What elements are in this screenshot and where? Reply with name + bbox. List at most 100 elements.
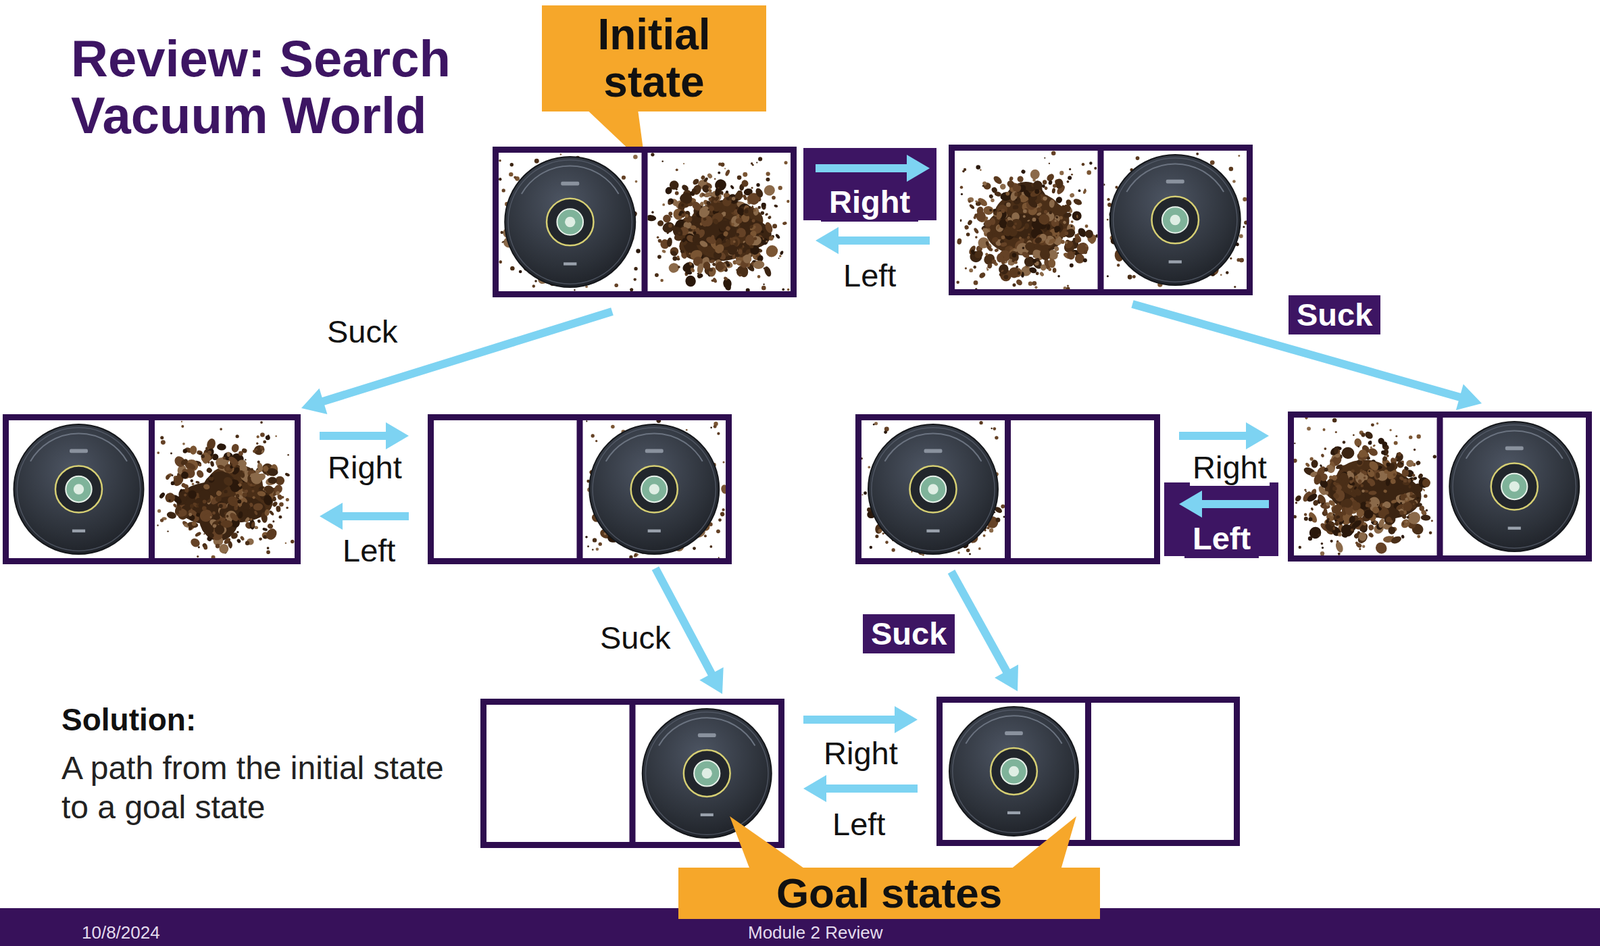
- dirt-grain: [1042, 195, 1048, 201]
- dirt-speck: [244, 489, 248, 494]
- dirt-speck: [534, 158, 540, 164]
- dirt-speck: [532, 284, 536, 288]
- dirt-grain: [764, 212, 769, 217]
- dirt-grain: [668, 262, 680, 273]
- dirt-grain: [986, 231, 994, 238]
- dirt-grain: [1037, 212, 1052, 227]
- dirt-speck: [255, 469, 260, 474]
- dirt-speck: [677, 265, 681, 269]
- dirt-grain: [667, 200, 673, 206]
- dirt-grain: [184, 487, 189, 493]
- dirt-grain: [252, 443, 267, 457]
- dirt-blob: [993, 191, 1064, 244]
- floor-cell: [498, 152, 642, 292]
- arrow-head: [1456, 383, 1482, 410]
- dirt-speck: [738, 273, 742, 278]
- dirt-speck: [689, 252, 692, 255]
- dirt-grain: [691, 177, 700, 186]
- dirt-speck: [614, 283, 619, 288]
- dirt-speck: [991, 259, 997, 265]
- dirt-grain: [158, 491, 167, 500]
- arrow-line: [319, 431, 388, 440]
- robot-logo: [563, 262, 577, 265]
- dirt-grain: [752, 218, 756, 223]
- dirt-speck: [714, 178, 716, 180]
- transition-arrow: [301, 311, 613, 415]
- dirt-speck: [986, 268, 989, 271]
- dirt-speck: [1095, 234, 1098, 238]
- dirt-speck: [725, 260, 729, 265]
- dirt-speck: [1070, 220, 1074, 223]
- dirt-speck: [1239, 258, 1244, 263]
- dirt-grain: [975, 200, 979, 203]
- dirt-grain: [991, 174, 1004, 186]
- dirt-grain: [752, 260, 765, 270]
- dirt-grain: [731, 222, 736, 227]
- dirt-speck: [960, 185, 963, 189]
- dirt-speck: [223, 489, 228, 494]
- dirt-grain: [180, 470, 189, 480]
- dirt-speck: [1243, 220, 1247, 225]
- dirt-speck: [975, 287, 978, 290]
- dirt-grain: [708, 259, 715, 264]
- dirt-speck: [573, 289, 575, 291]
- dirt-speck: [986, 267, 988, 269]
- dirt-grain: [725, 284, 732, 292]
- dirt-grain: [752, 208, 757, 213]
- dirt-grain: [680, 251, 688, 260]
- dirt-speck: [735, 256, 739, 260]
- dirt-speck: [252, 495, 256, 499]
- dirt-speck: [266, 546, 270, 550]
- dirt-speck: [218, 504, 223, 509]
- dirt-grain: [264, 475, 279, 487]
- dirt-grain: [717, 218, 731, 233]
- floor-cell: [954, 150, 1098, 290]
- dirt-speck: [285, 497, 290, 502]
- transition-arrow: [803, 775, 918, 803]
- dirt-grain: [250, 521, 256, 529]
- dirt-speck: [534, 279, 538, 283]
- dirt-speck: [735, 206, 739, 210]
- dirt-grain: [773, 204, 779, 208]
- dirt-speck: [1034, 189, 1040, 194]
- dirt-speck: [752, 164, 755, 167]
- dirt-speck: [717, 171, 721, 175]
- dirt-speck: [1057, 252, 1059, 254]
- dirt-speck: [629, 287, 634, 292]
- dirt-speck: [968, 200, 971, 203]
- dirt-speck: [199, 452, 203, 455]
- transition-arrow: [1179, 422, 1269, 450]
- transition-arrow: [319, 422, 409, 450]
- dirt-speck: [784, 160, 788, 165]
- dirt-blob: [672, 214, 739, 246]
- dirt-grain: [656, 219, 665, 228]
- dirt-grain: [205, 466, 213, 475]
- dirt-speck: [737, 175, 742, 181]
- dirt-speck: [278, 515, 282, 519]
- dirt-grain: [1063, 239, 1075, 250]
- dirt-grain: [762, 265, 773, 278]
- robot-logo: [72, 529, 86, 533]
- cell-content: [156, 420, 294, 559]
- dirt-speck: [190, 479, 194, 482]
- dirt-grain: [666, 197, 675, 206]
- dirt-speck: [196, 555, 199, 558]
- dirt-speck: [1034, 285, 1038, 289]
- dirt-grain: [1072, 197, 1083, 207]
- dirt-speck: [207, 460, 210, 463]
- dirt-grain: [722, 230, 730, 237]
- dirt-grain: [993, 191, 1003, 198]
- dirt-grain: [249, 519, 256, 530]
- dirt-grain: [983, 218, 993, 228]
- dirt-speck: [1047, 267, 1052, 271]
- arrow-head: [699, 667, 723, 694]
- dirt-grain: [1020, 168, 1026, 175]
- dirt-speck: [764, 268, 768, 272]
- dirt-speck: [703, 217, 707, 221]
- dirt-speck: [751, 186, 754, 189]
- dirt-grain: [268, 509, 275, 516]
- dirt-grain: [993, 247, 999, 253]
- dirt-grain: [750, 245, 760, 255]
- dirt-grain: [1048, 199, 1055, 208]
- dirt-speck: [235, 434, 240, 438]
